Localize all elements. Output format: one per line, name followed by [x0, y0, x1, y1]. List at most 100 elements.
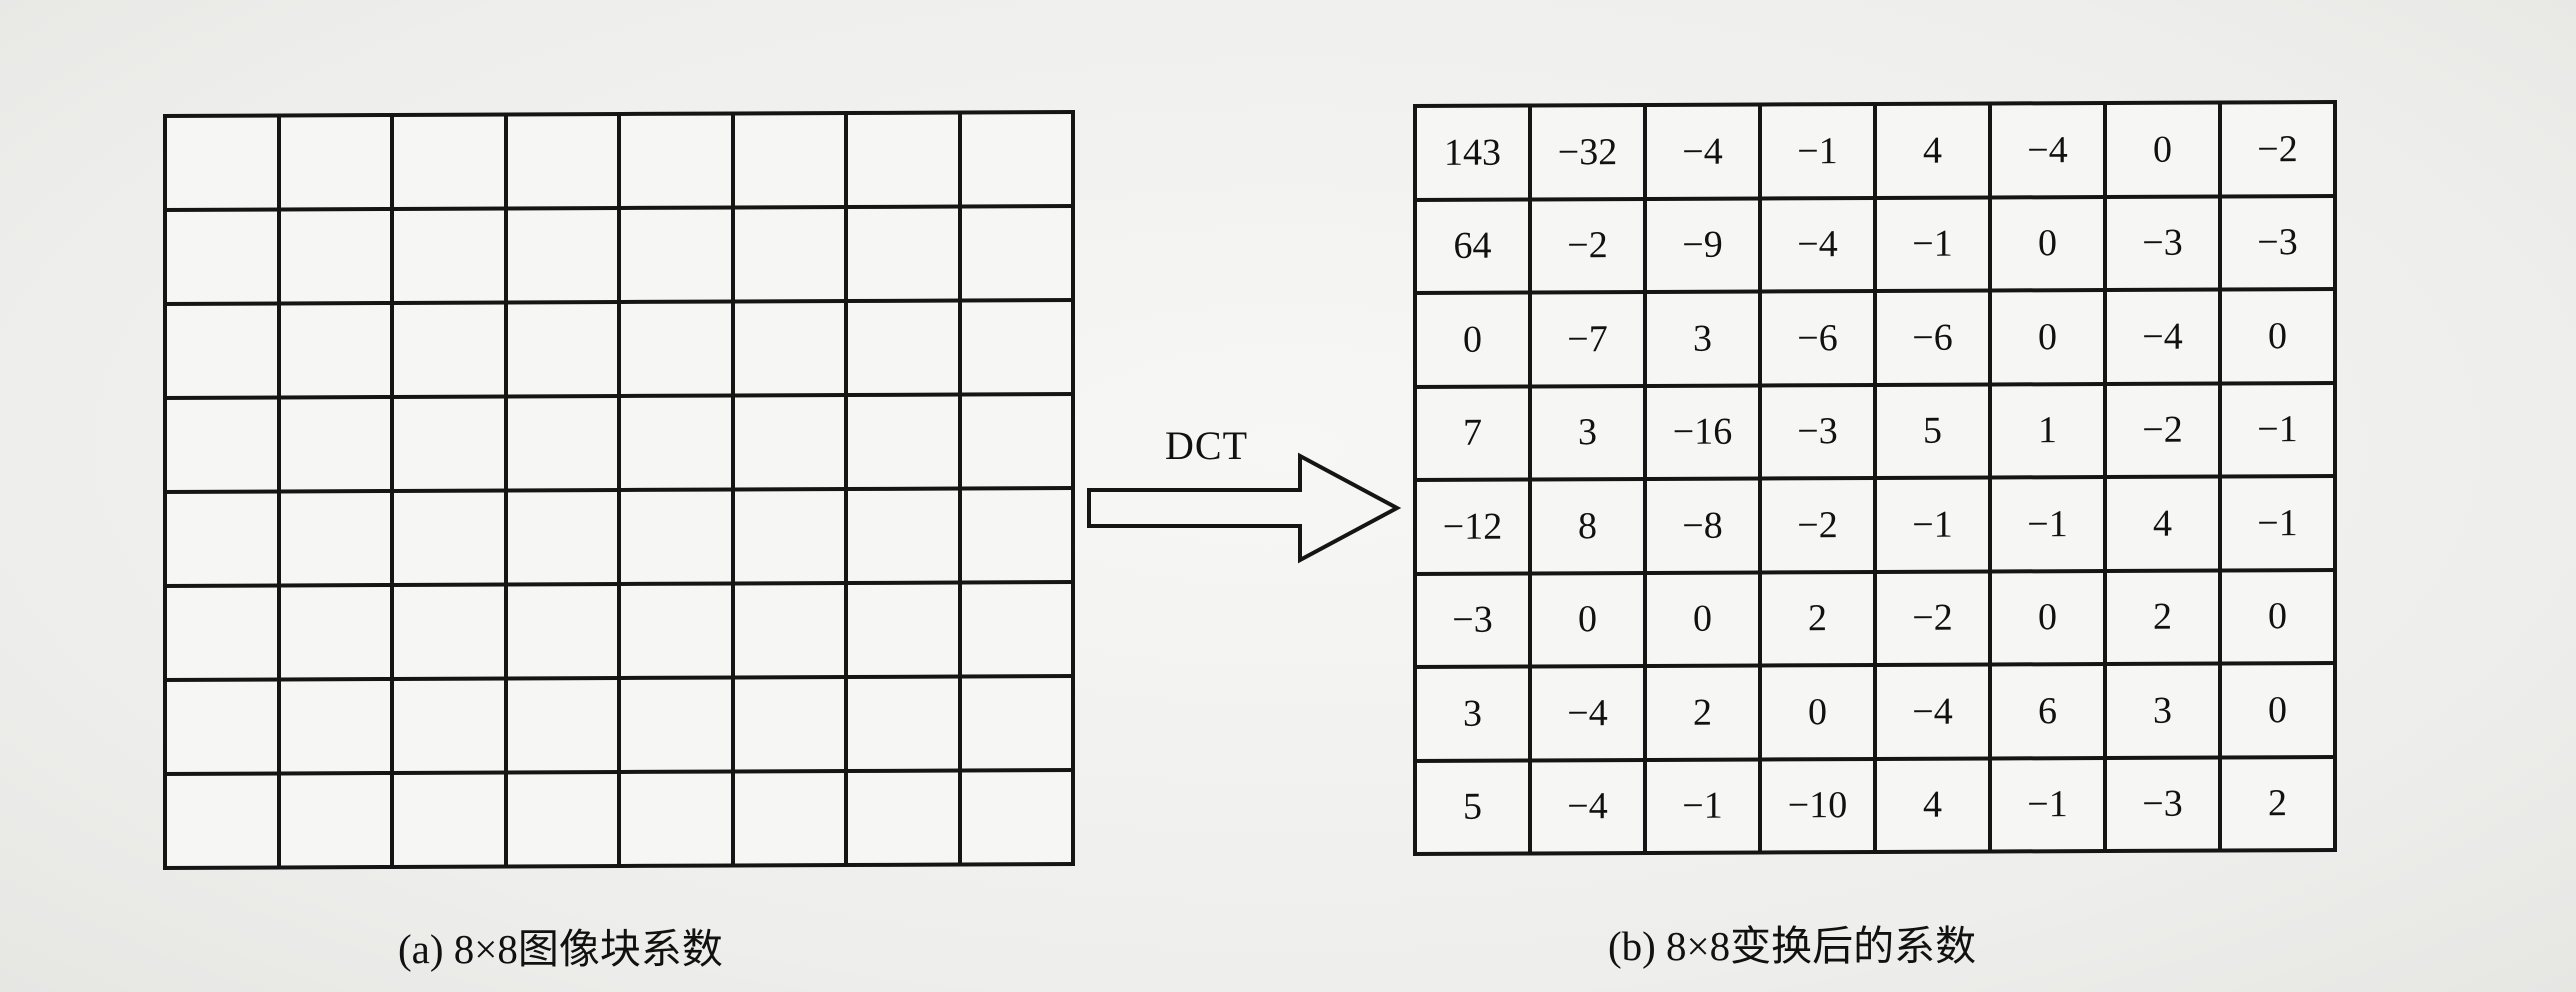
grid-cell [165, 209, 279, 304]
grid-cell [846, 394, 960, 490]
grid-cell [619, 395, 733, 490]
coefficient-cell: −6 [1875, 290, 1990, 385]
coefficient-cell: 0 [1530, 572, 1645, 667]
grid-cell [165, 303, 279, 398]
grid-cell [165, 679, 279, 774]
coefficient-cell: −1 [1760, 104, 1875, 199]
grid-cell [278, 396, 392, 492]
grid-cell [505, 490, 619, 585]
coefficient-cell: 64 [1415, 199, 1530, 294]
coefficient-cell: 0 [1990, 570, 2105, 665]
grid-cell [732, 301, 846, 396]
coefficient-cell: −2 [1875, 570, 1990, 665]
coefficient-cell: 0 [1645, 572, 1760, 667]
grid-cell [959, 206, 1073, 301]
grid-cell [278, 208, 392, 304]
coefficient-cell: 0 [2220, 569, 2335, 664]
grid-cell [278, 584, 392, 680]
coefficient-cell: 3 [2105, 663, 2220, 758]
grid-cell [392, 772, 506, 867]
grid-cell [392, 396, 506, 491]
coefficient-cell: 0 [2220, 662, 2335, 757]
coefficient-cell: 4 [1875, 757, 1990, 852]
grid-row [165, 300, 1073, 398]
grid-row [165, 676, 1073, 774]
coefficient-cell: −3 [1760, 384, 1875, 479]
coefficient-cell: −1 [1645, 759, 1760, 854]
grid-cell [619, 677, 733, 772]
coefficient-cell: 3 [1645, 291, 1760, 386]
grid-cell [846, 582, 960, 678]
grid-cell [278, 772, 392, 868]
grid-cell [619, 207, 733, 302]
coefficient-cell: −2 [1760, 478, 1875, 573]
grid-cell [278, 302, 392, 398]
grid-cell [846, 676, 960, 772]
coefficient-cell: −10 [1760, 758, 1875, 853]
grid-cell [505, 114, 619, 209]
grid-cell [732, 677, 846, 772]
coefficient-cell: 2 [1760, 571, 1875, 666]
coefficient-cell: −6 [1760, 291, 1875, 386]
grid-cell [846, 488, 960, 584]
coefficient-cell: 7 [1415, 386, 1530, 481]
coefficient-cell: −2 [2105, 382, 2220, 477]
grid-cell [505, 208, 619, 303]
grid-cell [165, 773, 279, 868]
grid-cell [165, 585, 279, 680]
grid-cell [619, 771, 733, 866]
grid-cell [392, 678, 506, 773]
grid-cell [278, 490, 392, 586]
coefficient-cell: 0 [1990, 289, 2105, 384]
grid-row [165, 582, 1073, 680]
coefficient-cell: 3 [1530, 385, 1645, 480]
coefficient-cell: 0 [1990, 196, 2105, 291]
grid-cell [732, 583, 846, 678]
grid-cell [505, 772, 619, 867]
coefficient-cell: 6 [1990, 663, 2105, 758]
grid-cell [392, 114, 506, 209]
caption-image-block: (a) 8×8图像块系数 [398, 926, 723, 972]
coefficient-cell: 0 [1760, 665, 1875, 760]
coefficient-cell: 5 [1875, 383, 1990, 478]
coefficient-cell: −1 [2220, 475, 2335, 570]
caption-dct-coefficients: (b) 8×8变换后的系数 [1608, 923, 1977, 969]
grid-cell [846, 206, 960, 302]
grid-cell [732, 489, 846, 584]
grid-cell [505, 302, 619, 397]
coefficient-cell: 0 [2105, 102, 2220, 197]
coefficient-cell: 1 [1990, 383, 2105, 478]
grid-cell [619, 301, 733, 396]
coefficient-cell: −4 [1530, 666, 1645, 761]
grid-cell [165, 491, 279, 586]
coefficient-cell: 143 [1415, 105, 1530, 200]
coefficient-cell: −3 [1415, 573, 1530, 668]
grid-row [165, 112, 1073, 210]
coefficient-cell: −4 [1990, 102, 2105, 197]
grid-cell [959, 770, 1073, 865]
coefficient-cell: −8 [1645, 478, 1760, 573]
coefficient-cell: 0 [1415, 292, 1530, 387]
coefficient-cell: 4 [2105, 476, 2220, 571]
coefficient-cell: −4 [1760, 197, 1875, 292]
coefficient-cell: −9 [1645, 198, 1760, 293]
coefficient-cell: −4 [2105, 289, 2220, 384]
dct-label: DCT [1165, 423, 1248, 468]
coefficient-cell: 2 [2105, 569, 2220, 664]
coefficient-cell: −32 [1530, 105, 1645, 200]
coefficient-cell: −4 [1530, 759, 1645, 854]
grid-cell [959, 676, 1073, 771]
grid-cell [505, 678, 619, 773]
coefficient-cell: −16 [1645, 385, 1760, 480]
grid-cell [732, 771, 846, 866]
grid-cell [846, 300, 960, 396]
grid-cell [392, 584, 506, 679]
